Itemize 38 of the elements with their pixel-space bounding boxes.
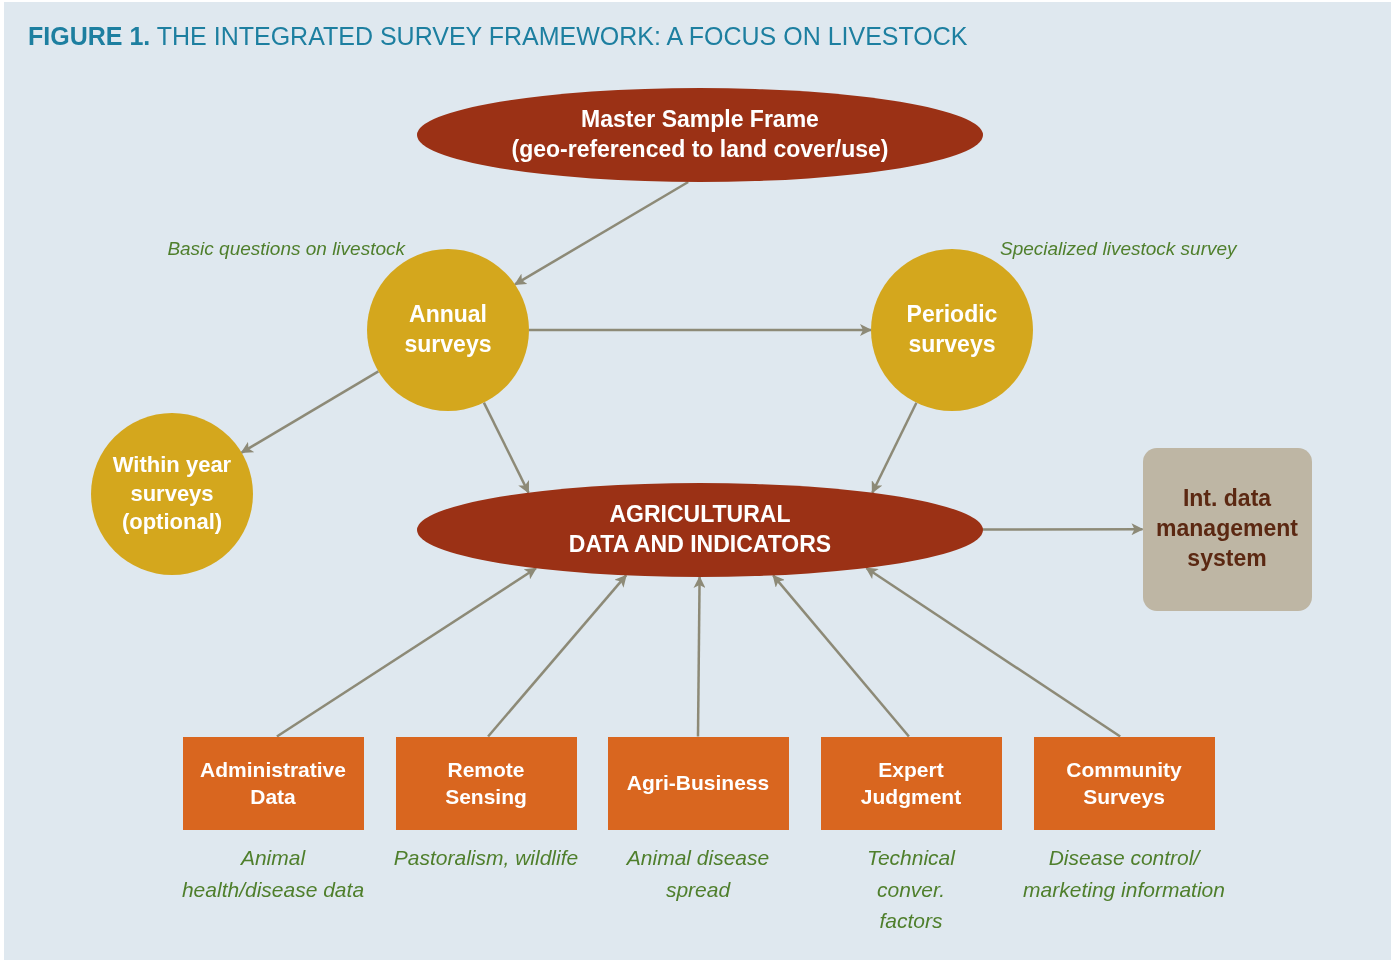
process-box <box>1142 447 1312 611</box>
node-label: AGRICULTURAL <box>609 500 791 530</box>
node-label: Within year surveys (optional) <box>111 451 233 537</box>
source-box <box>182 736 364 830</box>
annotation-text: Specialized livestock survey <box>1000 238 1239 261</box>
figure-title: FIGURE 1. THE INTEGRATED SURVEY FRAMEWORK: A FOCUS ON LIVESTOCK <box>28 22 968 51</box>
source-box <box>395 736 577 830</box>
node-label: Community Surveys <box>1065 756 1183 810</box>
annotation-text: Animal health/disease data <box>180 845 366 903</box>
node-label: Administrative Data <box>199 756 347 810</box>
annotation-text: Basic questions on livestock <box>166 238 405 261</box>
arrow <box>693 576 706 737</box>
source-box <box>1033 736 1215 830</box>
arrow <box>871 402 918 494</box>
node-label: Remote Sensing <box>444 756 528 810</box>
annotation-text: Animal disease spread <box>625 845 771 903</box>
node-label: Master Sample Frame <box>581 105 819 135</box>
arrow <box>487 574 628 738</box>
source-box <box>820 736 1002 830</box>
node-label: Agri-Business <box>626 770 770 797</box>
arrow <box>772 574 910 738</box>
arrow <box>529 324 872 336</box>
arrow <box>514 180 689 286</box>
arrow <box>482 402 530 494</box>
arrow <box>276 567 537 738</box>
arrow <box>983 523 1144 536</box>
node-label: (geo-referenced to land cover/use) <box>511 135 889 164</box>
node-label: DATA AND INDICATORS <box>568 530 832 559</box>
annotation-text: Pastoralism, wildlife <box>392 845 580 871</box>
source-box <box>607 736 789 830</box>
arrow <box>865 566 1121 738</box>
annotation-text: Technical conver. factors <box>866 845 957 934</box>
node-label: Periodic surveys <box>905 300 999 359</box>
node-label: Annual surveys <box>403 300 493 359</box>
arrow <box>240 370 380 454</box>
annotation-text: Disease control/ marketing information <box>1022 845 1226 903</box>
node-label: Int. data management system <box>1155 484 1299 573</box>
node-label: Expert Judgment <box>859 756 963 810</box>
